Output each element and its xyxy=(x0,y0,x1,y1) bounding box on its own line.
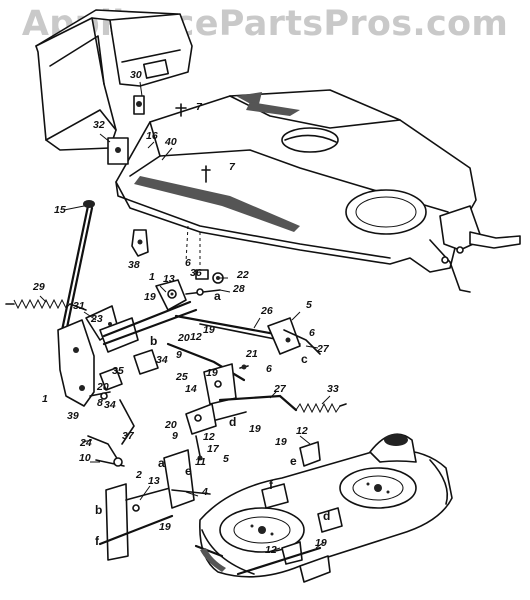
callout-c16: 16 xyxy=(146,130,158,142)
letter-ld2: d xyxy=(323,509,330,523)
callout-c13a: 13 xyxy=(163,273,175,285)
callout-c21: 21 xyxy=(245,348,258,360)
callout-c37: 37 xyxy=(122,430,135,442)
callout-c2: 2 xyxy=(135,469,142,481)
letter-la2: a xyxy=(158,456,165,470)
callout-c5a: 5 xyxy=(306,299,312,311)
callout-c24: 24 xyxy=(79,437,92,449)
callout-c6c: 6 xyxy=(266,363,272,375)
connection-letters: a b c d e a e f b d f xyxy=(95,289,330,548)
callout-c19f: 19 xyxy=(159,521,171,533)
callout-c14: 14 xyxy=(185,383,197,395)
callout-c27b: 27 xyxy=(273,383,287,395)
callout-c19e: 19 xyxy=(275,436,287,448)
callout-c34b: 34 xyxy=(104,399,116,411)
mower-deck xyxy=(194,402,453,583)
letter-ld1: d xyxy=(229,415,236,429)
callout-c33: 33 xyxy=(327,383,339,395)
callout-c19d: 19 xyxy=(249,423,261,435)
callout-c20c: 20 xyxy=(164,419,177,431)
callout-c23: 23 xyxy=(90,313,103,325)
callout-c19a: 19 xyxy=(144,291,156,303)
callout-c34a: 34 xyxy=(156,354,168,366)
callout-c9b: 9 xyxy=(172,430,178,442)
callout-c22: 22 xyxy=(236,269,249,281)
leader-lines xyxy=(39,81,331,553)
pivot-linkage xyxy=(155,269,321,461)
callout-c20b: 20 xyxy=(96,381,109,393)
callout-c40: 40 xyxy=(164,136,177,148)
callout-c15: 15 xyxy=(54,204,66,216)
letter-lc1: c xyxy=(301,352,308,366)
callout-c25: 25 xyxy=(175,371,188,383)
callout-c6b: 6 xyxy=(309,327,315,339)
callout-c12a: 12 xyxy=(190,331,202,343)
callout-c19b: 19 xyxy=(203,324,215,336)
callout-c28: 28 xyxy=(232,283,245,295)
letter-lf1: f xyxy=(269,478,274,492)
callout-c27a: 27 xyxy=(316,343,330,355)
callout-c6a: 6 xyxy=(185,257,191,269)
callout-c26: 26 xyxy=(260,305,273,317)
callout-c8: 8 xyxy=(97,397,103,409)
callout-c7b: 7 xyxy=(229,161,236,173)
callout-c10: 10 xyxy=(79,452,91,464)
callout-c12c: 12 xyxy=(296,425,308,437)
callout-c12d: 12 xyxy=(265,544,277,556)
callout-c35: 35 xyxy=(112,365,124,377)
callout-c11: 11 xyxy=(195,456,206,468)
callout-c7a: 7 xyxy=(196,101,203,113)
letter-la1: a xyxy=(214,289,221,303)
callout-c36: 36 xyxy=(190,267,202,279)
lift-lever-assembly xyxy=(5,200,211,561)
letter-lb1: b xyxy=(150,334,157,348)
callout-c12b: 12 xyxy=(203,431,215,443)
callout-c9a: 9 xyxy=(176,349,182,361)
callout-c31: 31 xyxy=(73,300,85,312)
callout-c20a: 20 xyxy=(177,332,190,344)
callout-c39: 39 xyxy=(67,410,79,422)
callout-c13b: 13 xyxy=(148,475,160,487)
letter-le1: e xyxy=(290,454,297,468)
callout-c19g: 19 xyxy=(315,537,327,549)
tractor-frame xyxy=(35,9,521,293)
callout-c1a: 1 xyxy=(149,271,155,283)
callout-c38: 38 xyxy=(128,259,140,271)
callout-c29: 29 xyxy=(32,281,45,293)
callout-c30: 30 xyxy=(130,69,142,81)
callout-c4: 4 xyxy=(201,486,208,498)
callout-c5b: 5 xyxy=(223,453,229,465)
callout-c1b: 1 xyxy=(42,393,48,405)
letter-lf2: f xyxy=(95,534,100,548)
callout-c17: 17 xyxy=(207,443,220,455)
letter-le2: e xyxy=(185,464,192,478)
callout-c19c: 19 xyxy=(206,367,218,379)
callout-c32: 32 xyxy=(93,119,105,131)
letter-lb2: b xyxy=(95,503,102,517)
